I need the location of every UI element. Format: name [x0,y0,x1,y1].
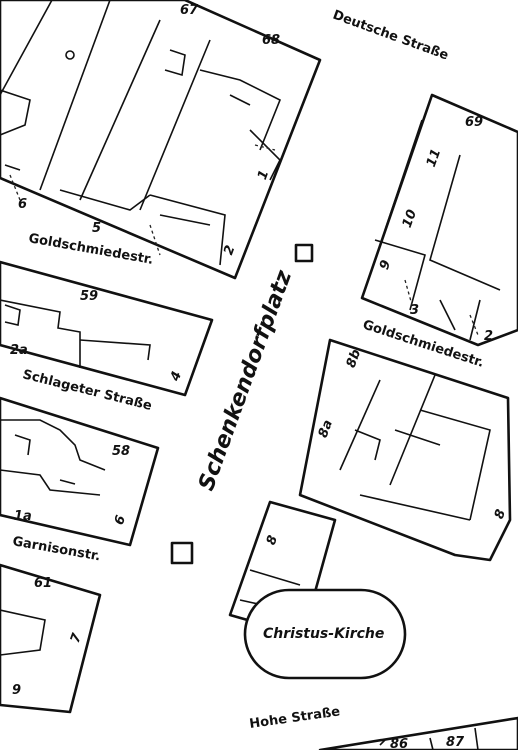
block-number-59: 59 [80,289,98,304]
block-59 [0,260,214,397]
house-number-11: 11 [424,147,444,169]
building-label-christus-kirche: Christus-Kirche [263,626,384,642]
block-number-58: 58 [112,444,130,459]
block-61 [0,563,102,714]
house-number-5: 5 [92,221,101,236]
house-number-10: 10 [400,208,420,230]
house-number-9-south: 9 [12,683,21,698]
house-number-2a: 2a [10,343,28,358]
christus-kirche [243,588,407,680]
block-number-68: 68 [262,33,280,48]
house-number-8b: 8b [344,347,364,369]
house-number-1a: 1a [14,509,32,524]
block-number-61: 61 [34,576,52,591]
house-number-3: 3 [410,303,419,318]
house-number-8a: 8a [316,418,336,440]
house-number-4: 4 [168,370,186,385]
block-number-87: 87 [446,735,465,750]
street-label-garnison: Garnisonstr. [11,534,101,564]
block-number-86: 86 [390,737,408,750]
block-number-67: 67 [180,3,199,18]
street-label-deutsche: Deutsche Straße [331,8,451,64]
block-58 [0,396,160,547]
block-69 [360,93,518,347]
block-86-87 [318,716,518,750]
house-number-6-top: 6 [18,197,27,212]
house-number-2-east: 2 [484,329,493,344]
square-label-schenkendorfplatz: Schenkendorfplatz [194,267,297,494]
street-label-hohe: Hohe Straße [248,704,341,732]
block-8 [298,338,512,562]
block-67-68 [0,0,322,280]
monument-marker [170,541,194,565]
block-number-69: 69 [465,115,483,130]
monument-marker [294,243,314,263]
